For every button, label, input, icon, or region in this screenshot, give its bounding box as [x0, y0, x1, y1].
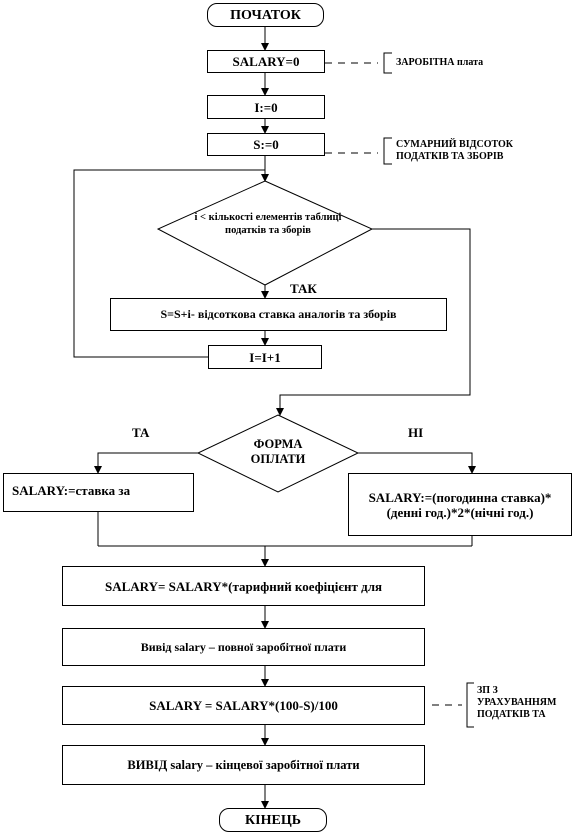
- salary-coef-label: SALARY= SALARY*(тарифний коефіцієнт для: [104, 578, 383, 594]
- salary-right-process: SALARY:=(погодинна ставка)*(денні год.)*…: [348, 473, 572, 536]
- output-final-label: ВИВІД salary – кінцевої заробітної плати: [127, 757, 360, 772]
- comment-s: СУМАРНИЙ ВІДСОТОК ПОДАТКІВ ТА ЗБОРІВ: [396, 139, 514, 162]
- i-init-process: I:=0: [207, 95, 325, 119]
- loop-exit-line: [276, 228, 471, 416]
- s-accumulate-process: S=S+i- відсоткова ставка аналогів та збо…: [110, 298, 447, 331]
- branch-left-line: [94, 452, 198, 474]
- branch-right-label: НІ: [408, 425, 424, 440]
- s-init-process: S:=0: [207, 133, 325, 156]
- comment-bracket-tax: [466, 682, 474, 728]
- branch-left-label: ТА: [132, 425, 150, 440]
- output-full-label: Вивід salary – повної заробітної плати: [140, 639, 347, 654]
- comment-tax: ЗП З УРАХУВАННЯМ ПОДАТКІВ ТА: [477, 685, 557, 720]
- salary-init-process: SALARY=0: [207, 50, 325, 73]
- salary-coef-process: SALARY= SALARY*(тарифний коефіцієнт для: [62, 566, 425, 606]
- start-terminator: ПОЧАТОК: [207, 3, 324, 27]
- salary-tax-process: SALARY = SALARY*(100-S)/100: [62, 686, 425, 725]
- s-init-label: S:=0: [253, 137, 279, 152]
- comment-salary: ЗАРОБІТНА плата: [396, 57, 484, 68]
- output-final-process: ВИВІД salary – кінцевої заробітної плати: [62, 745, 425, 785]
- branch-right-line: [358, 452, 476, 474]
- end-label: КІНЕЦЬ: [245, 812, 301, 828]
- salary-tax-label: SALARY = SALARY*(100-S)/100: [149, 698, 338, 713]
- end-terminator: КІНЕЦЬ: [219, 808, 327, 832]
- comment-bracket-s: [383, 137, 392, 165]
- start-label: ПОЧАТОК: [230, 7, 301, 23]
- salary-left-process: SALARY:=ставка за: [3, 473, 194, 512]
- s-accumulate-label: S=S+i- відсоткова ставка аналогів та збо…: [160, 307, 397, 321]
- output-full-process: Вивід salary – повної заробітної плати: [62, 628, 425, 666]
- loop-back-line: [73, 169, 265, 358]
- i-init-label: I:=0: [254, 99, 278, 115]
- i-increment-label: I=I+1: [249, 349, 281, 365]
- comment-bracket-salary: [383, 52, 392, 74]
- loop-condition-text: i < кількості елементів таблиці податків…: [194, 212, 342, 236]
- loop-yes-label: ТАК: [290, 281, 317, 296]
- i-increment-process: I=I+1: [208, 345, 322, 369]
- payment-condition-diamond: [196, 414, 360, 493]
- loop-condition-diamond: [156, 180, 374, 286]
- salary-right-label: SALARY:=(погодинна ставка)*(денні год.)*…: [368, 489, 552, 520]
- payment-condition-text: ФОРМА ОПЛАТИ: [250, 437, 306, 466]
- salary-init-label: SALARY=0: [232, 54, 300, 69]
- salary-left-label: SALARY:=ставка за: [12, 483, 131, 498]
